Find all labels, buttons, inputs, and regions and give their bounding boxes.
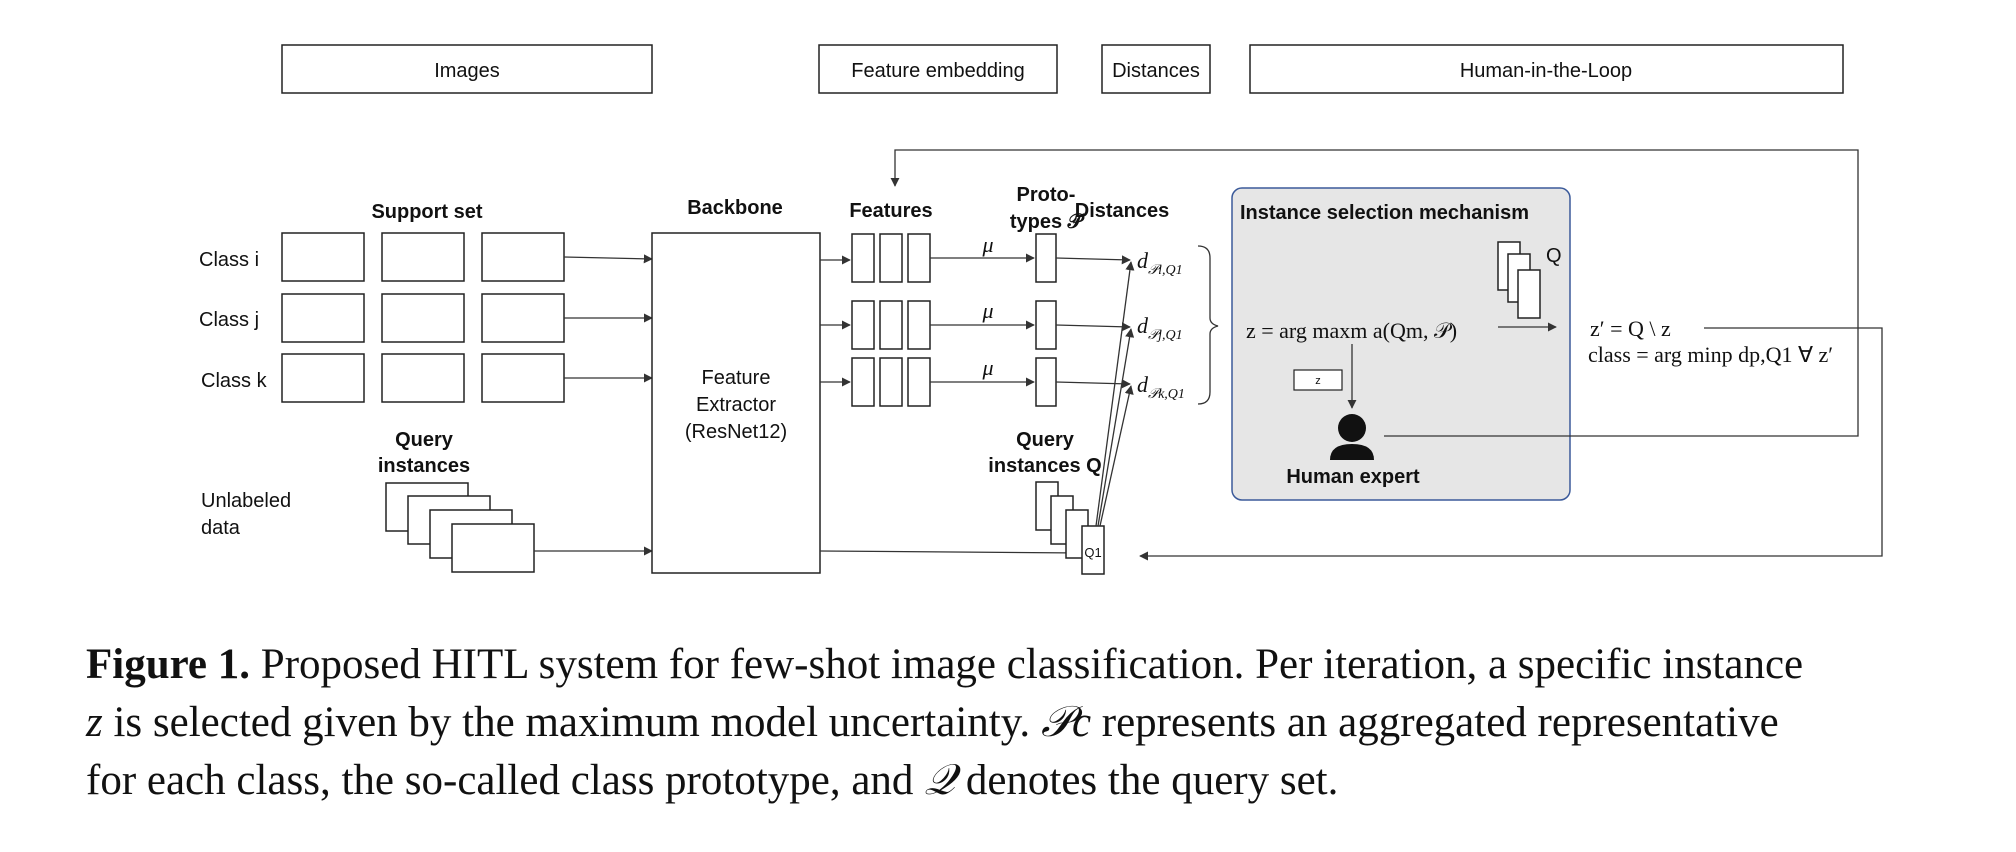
support-set-title: Support set — [371, 201, 482, 223]
svg-text:d𝒫i,Q1: d𝒫i,Q1 — [1137, 248, 1183, 278]
caption-line-1: Figure 1. Proposed HITL system for few-s… — [86, 636, 1986, 694]
argmax-expression: z = arg maxm a(Qm, 𝒫) — [1246, 318, 1457, 343]
q1-label: Q1 — [1084, 545, 1101, 560]
instance-selection-panel: Instance selection mechanism Q z = arg m… — [1231, 187, 1571, 501]
unlabeled-label-line1: Unlabeled — [201, 490, 291, 512]
distance-j: d𝒫j,Q1 — [1137, 313, 1183, 343]
header-images-label: Images — [434, 60, 500, 82]
caption-line3-text-b: denotes the query set. — [965, 757, 1339, 804]
distance-k-sub: 𝒫k,Q1 — [1148, 387, 1185, 402]
backbone-box: Feature Extractor (ResNet12) — [651, 232, 821, 574]
caption-line2-text-b: represents an aggregated representative — [1101, 699, 1779, 746]
query-instances-title-line2: instances — [378, 455, 470, 477]
distance-brace — [1197, 245, 1219, 405]
header-hitl-label: Human-in-the-Loop — [1460, 60, 1632, 82]
distance-k-d: d — [1137, 372, 1149, 397]
zprime-expression: z′ = Q \ z — [1590, 316, 1671, 341]
distances-title: Distances — [1075, 200, 1170, 222]
caption-line3-text-a: for each class, the so-called class prot… — [86, 757, 914, 804]
human-expert-label: Human expert — [1286, 466, 1420, 488]
loop-line-top — [890, 149, 1859, 437]
distance-j-sub: 𝒫j,Q1 — [1148, 328, 1183, 343]
query-instances-q-title-line2: instances Q — [988, 455, 1101, 477]
hitl-diagram: Images Feature embedding Distances Human… — [199, 44, 1883, 575]
caption-line2-text-a: is selected given by the maximum model u… — [113, 699, 1031, 746]
features-title: Features — [849, 200, 932, 222]
caption-q-symbol: 𝒬 — [924, 757, 956, 804]
backbone-title: Backbone — [687, 197, 783, 219]
loop-line-bottom — [1139, 327, 1883, 561]
prototypes-title-line1: Proto- — [1017, 184, 1076, 206]
prototypes-title-line2: types 𝒫 — [1010, 211, 1085, 233]
mu-label-k: μ — [981, 355, 993, 380]
support-set-grid — [281, 232, 565, 403]
q-stack-label: Q — [1546, 245, 1562, 267]
instance-selection-title: Instance selection mechanism — [1240, 202, 1529, 224]
caption-figure-label: Figure 1. — [86, 641, 251, 688]
unlabeled-label-line2: data — [201, 517, 241, 539]
class-expression: class = arg minp dp,Q1 ∀ z′ — [1588, 342, 1833, 367]
header-images: Images — [281, 44, 653, 94]
header-distances: Distances — [1101, 44, 1211, 94]
mu-label-j: μ — [981, 298, 993, 323]
human-expert-icon — [1330, 414, 1374, 460]
query-instances-q-title-line1: Query — [1016, 429, 1075, 451]
class-j-label: Class j — [199, 309, 259, 331]
distance-i-d: d — [1137, 248, 1149, 273]
header-feature-embedding-label: Feature embedding — [851, 60, 1024, 82]
class-i-label: Class i — [199, 249, 259, 271]
features-blocks — [851, 233, 931, 407]
svg-text:d𝒫k,Q1: d𝒫k,Q1 — [1137, 372, 1185, 402]
query-instances-stack — [385, 482, 535, 573]
class-k-label: Class k — [201, 370, 268, 392]
distance-i: d𝒫i,Q1 — [1137, 248, 1183, 278]
caption-line-2: z is selected given by the maximum model… — [86, 694, 1986, 752]
mu-label-i: μ — [981, 232, 993, 257]
caption-line-3: for each class, the so-called class prot… — [86, 752, 1986, 810]
distance-k: d𝒫k,Q1 — [1137, 372, 1185, 402]
header-feature-embedding: Feature embedding — [818, 44, 1058, 94]
z-box-label: z — [1315, 375, 1321, 387]
prototype-blocks — [1035, 233, 1057, 407]
feature-extractor-line2: Extractor — [696, 394, 776, 416]
feature-extractor-line1: Feature — [702, 367, 771, 389]
feature-extractor-line3: (ResNet12) — [685, 421, 787, 443]
figure-caption: Figure 1. Proposed HITL system for few-s… — [86, 636, 1986, 810]
header-hitl: Human-in-the-Loop — [1249, 44, 1844, 94]
header-distances-label: Distances — [1112, 60, 1200, 82]
svg-text:d𝒫j,Q1: d𝒫j,Q1 — [1137, 313, 1183, 343]
caption-p-symbol: 𝒫c — [1040, 699, 1092, 746]
caption-z-symbol: z — [86, 699, 103, 746]
distance-j-d: d — [1137, 313, 1149, 338]
caption-line1-text: Proposed HITL system for few-shot image … — [260, 641, 1804, 688]
distance-i-sub: 𝒫i,Q1 — [1148, 263, 1183, 278]
query-instances-title-line1: Query — [395, 429, 454, 451]
query-q-stack: Q1 — [1035, 481, 1105, 575]
